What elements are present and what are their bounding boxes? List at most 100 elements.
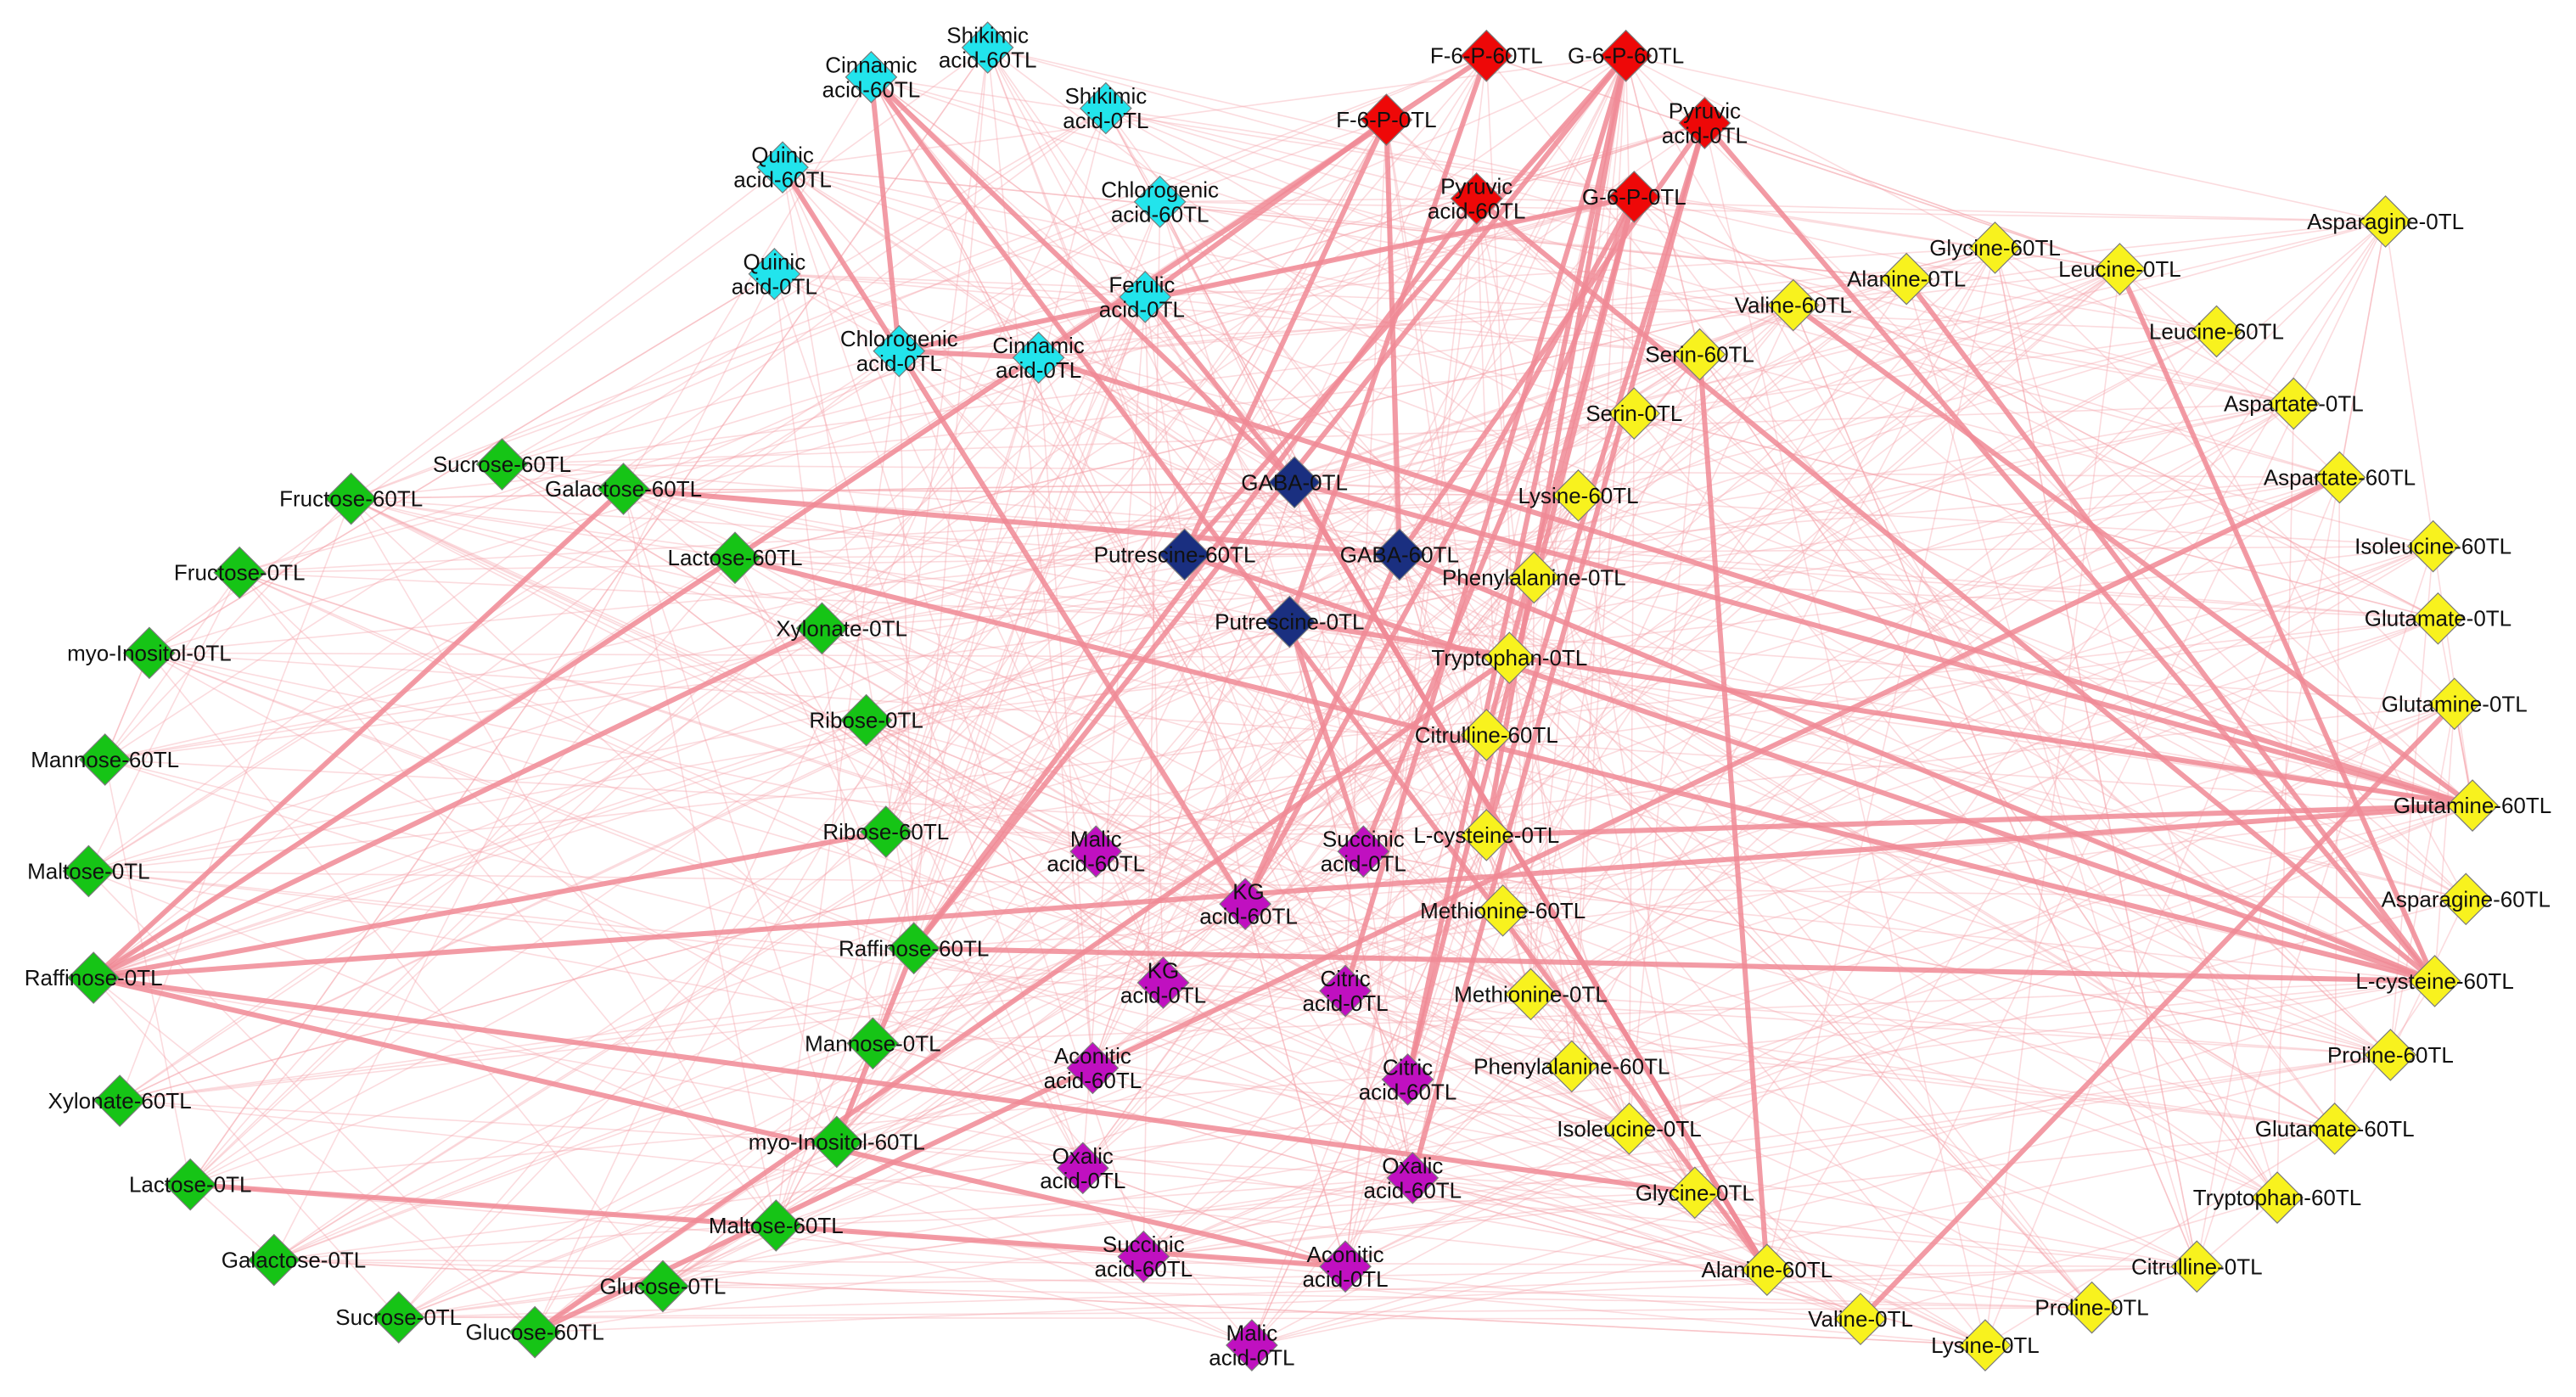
edge-leucine-60-alanine-0 xyxy=(1906,278,2217,333)
edge-pyruvic-0-leucine-0 xyxy=(1704,122,2120,270)
node-diamond-citric-0 xyxy=(1319,964,1372,1018)
node-diamond-mannose-0 xyxy=(846,1017,900,1070)
strong-edge-lactose-60-lcysteine-60 xyxy=(732,555,2438,984)
edge-fructose-60-f6p-0 xyxy=(351,119,1387,500)
node-gaba-0: GABA-0TL xyxy=(1241,456,1348,509)
edge-myoinositol-60-oxalic-0 xyxy=(836,1141,1083,1170)
edges-strong-layer xyxy=(91,53,2476,1335)
edge-pyruvic-0-pyruvic-60 xyxy=(1476,122,1705,199)
edge-phenylalanine-60-succinic-60 xyxy=(1142,1065,1573,1258)
strong-edge-f6p-0-gaba-60 xyxy=(1383,117,1402,558)
strong-edge-cinnamic-60-alanine-60 xyxy=(868,74,1770,1273)
edge-isoleucine-0-citric-60 xyxy=(1407,1079,1630,1130)
node-label-line: Valine-0TL xyxy=(1808,1306,1913,1332)
node-galactose-0: Galactose-0TL xyxy=(222,1233,367,1287)
node-leucine-0: Leucine-0TL xyxy=(2058,243,2181,295)
edge-lactose-60-fructose-60 xyxy=(351,497,736,559)
edge-lactose-60-lysine-60 xyxy=(734,494,1579,559)
edge-f6p-0-lcysteine-0 xyxy=(1385,119,1488,836)
node-proline-0: Proline-0TL xyxy=(2034,1281,2149,1334)
edge-asparagine-0-g6p-60 xyxy=(1625,54,2386,222)
edge-aconitic-0-kg-60 xyxy=(1244,903,1346,1267)
edge-glucose-0-oxalic-60 xyxy=(662,1177,1413,1288)
node-putrescine-0: Putrescine-0TL xyxy=(1215,595,1364,648)
edge-alanine-60-glucose-0 xyxy=(662,1269,1767,1288)
node-label-line: Pyruvic xyxy=(1440,173,1512,199)
strong-edge-pyruvic-60-lcysteine-60 xyxy=(1473,195,2438,984)
edge-cinnamic-0-xylonate-0 xyxy=(821,356,1040,629)
edge-citrulline-60-xylonate-60 xyxy=(119,734,1487,1102)
edge-glutamine-0-putrescine-0 xyxy=(1289,620,2455,705)
edge-proline-60-succinic-60 xyxy=(1143,1054,2391,1258)
node-label-line: Mannose-60TL xyxy=(31,747,179,772)
edge-proline-0-tryptophan-0 xyxy=(1508,657,2093,1309)
node-label-line: Chlorogenic xyxy=(840,326,958,351)
edge-lcysteine-0-tryptophan-60 xyxy=(1485,834,2278,1198)
edge-oxalic-0-tryptophan-0 xyxy=(1082,657,1510,1169)
edge-oxalic-60-sucrose-60 xyxy=(502,463,1413,1179)
node-diamond-putrescine-60 xyxy=(1158,528,1211,581)
node-label-line: Glutamine-0TL xyxy=(2382,691,2528,716)
edge-isoleucine-0-serin-60 xyxy=(1628,354,1701,1129)
node-label-line: Quinic xyxy=(751,143,814,168)
edge-tryptophan-60-serin-0 xyxy=(1633,412,2278,1198)
node-label-maltose-60: Maltose-60TL xyxy=(709,1213,844,1238)
strong-edge-chlorogenic-0-kg-60 xyxy=(896,348,1249,907)
edge-methionine-0-ribose-0 xyxy=(866,719,1531,996)
strong-edge-leucine-0-lcysteine-60 xyxy=(2117,266,2438,984)
edge-aconitic-60-alanine-60 xyxy=(1092,1067,1768,1271)
edge-alanine-0-quinic-60 xyxy=(782,166,1907,280)
edge-quinic-60-glycine-0 xyxy=(782,166,1696,1193)
strong-edge-pyruvic-0-oxalic-60 xyxy=(1410,120,1708,1181)
node-diamond-myoinositol-60 xyxy=(810,1115,863,1169)
node-diamond-galactose-0 xyxy=(247,1233,300,1287)
node-label-line: Galactose-0TL xyxy=(222,1248,367,1273)
node-diamond-g6p-0 xyxy=(1608,171,1661,223)
node-glutamate-0: Glutamate-0TL xyxy=(2365,592,2511,645)
edge-maltose-60-chlorogenic-0 xyxy=(775,351,901,1226)
node-sucrose-0: Sucrose-0TL xyxy=(335,1291,462,1344)
edge-lysine-60-lcysteine-60 xyxy=(1578,495,2435,982)
node-label-alanine-60: Alanine-60TL xyxy=(1702,1257,1833,1282)
node-label-line: Glycine-60TL xyxy=(1929,235,2061,261)
edge-f6p-60-fructose-60 xyxy=(351,54,1487,500)
node-label-galactose-0: Galactose-0TL xyxy=(222,1248,367,1273)
edge-ribose-0-oxalic-0 xyxy=(865,720,1084,1169)
strong-edge-succinic-0-g6p-0 xyxy=(1361,194,1637,855)
edge-lcysteine-60-sucrose-0 xyxy=(398,980,2435,1318)
node-diamond-pyruvic-0 xyxy=(1678,97,1731,149)
edge-cinnamic-60-leucine-0 xyxy=(871,76,2120,270)
edge-maltose-0-aspartate-60 xyxy=(88,476,2340,872)
edge-malic-60-putrescine-0 xyxy=(1095,621,1290,852)
edge-valine-0-mannose-60 xyxy=(104,759,1861,1320)
node-label-glutamine-60: Glutamine-60TL xyxy=(2394,793,2551,818)
node-diamond-lysine-60 xyxy=(1552,468,1605,522)
node-lactose-0: Lactose-0TL xyxy=(129,1158,251,1211)
node-f6p-0: F-6-P-0TL xyxy=(1336,93,1437,146)
strong-edge-citric-60-g6p-60 xyxy=(1405,53,1629,1082)
node-diamond-isoleucine-0 xyxy=(1602,1102,1656,1155)
node-label-ribose-0: Ribose-0TL xyxy=(809,708,923,733)
edge-lcysteine-0-mannose-60 xyxy=(104,759,1487,836)
edge-citrulline-0-glycine-60 xyxy=(1994,247,2198,1267)
node-phenylalanine-0: Phenylalanine-0TL xyxy=(1442,551,1626,604)
node-label-line: Shikimic xyxy=(946,23,1029,48)
edge-citric-0-glycine-0 xyxy=(1344,990,1696,1193)
edge-glucose-60-citrulline-0 xyxy=(535,1265,2197,1333)
edge-isoleucine-0-putrescine-60 xyxy=(1183,553,1630,1130)
edge-serin-0-mannose-60 xyxy=(104,412,1635,760)
node-glutamine-0: Glutamine-0TL xyxy=(2382,677,2528,731)
edge-xylonate-0-methionine-0 xyxy=(822,627,1531,996)
edge-galactose-60-lysine-60 xyxy=(623,488,1579,497)
node-myoinositol-60: myo-Inositol-60TL xyxy=(749,1115,925,1169)
edge-kg-60-serin-60 xyxy=(1244,354,1701,905)
edge-cinnamic-60-serin-60 xyxy=(871,76,1700,356)
edge-putrescine-0-fructose-0 xyxy=(239,571,1290,623)
edge-citric-0-cinnamic-60 xyxy=(870,76,1346,991)
node-leucine-60: Leucine-60TL xyxy=(2149,305,2284,358)
node-diamond-maltose-0 xyxy=(62,844,115,898)
